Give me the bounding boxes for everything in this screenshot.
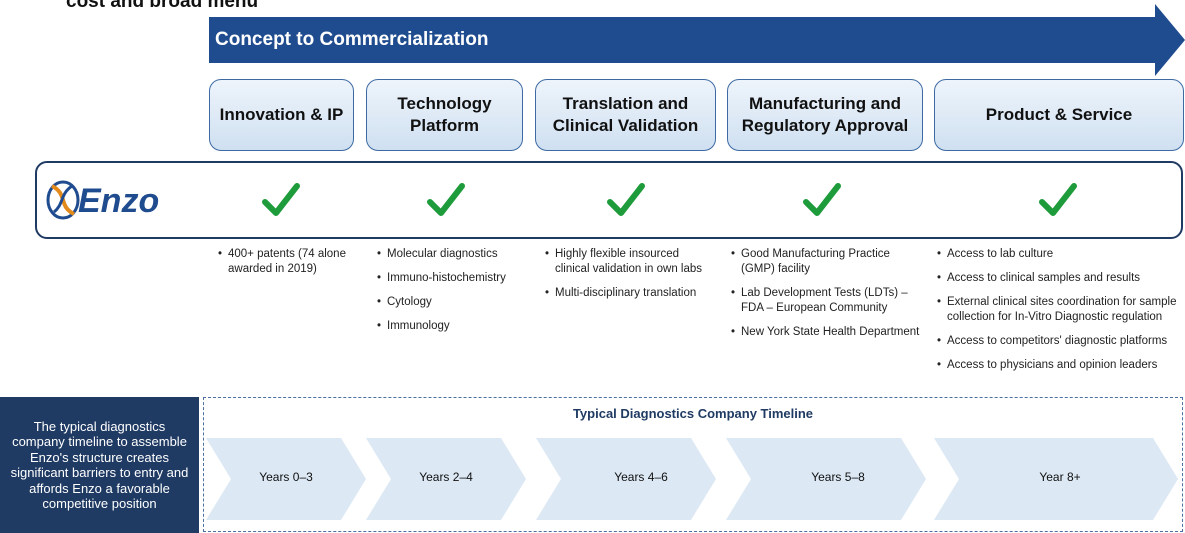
chevron-step [206,438,366,520]
bullets-translation: Highly flexible insourced clinical valid… [545,247,715,310]
list-item: Access to competitors' diagnostic platfo… [937,334,1185,349]
chevron-step [726,438,926,520]
timeline-title: Typical Diagnostics Company Timeline [572,406,814,421]
stage-technology: Technology Platform [366,79,523,151]
barrier-callout: The typical diagnostics company timeline… [0,397,199,533]
timeline-chevrons [206,438,1178,520]
dna-helix-icon: Enzo [46,180,159,220]
enzo-logo: Enzo [46,172,176,228]
arrow-label: Concept to Commercialization [215,29,489,50]
chevron-step [934,438,1178,520]
timeline-step-label: Years 5–8 [811,470,865,484]
list-item: Access to physicians and opinion leaders [937,358,1185,373]
check-icon [803,183,841,216]
stage-label: Translation and Clinical Validation [552,94,699,135]
list-item: 400+ patents (74 alone awarded in 2019) [218,247,348,277]
list-item: Highly flexible insourced clinical valid… [545,247,715,277]
list-item: Cytology [377,295,527,310]
list-item: Access to clinical samples and results [937,271,1185,286]
page-title: cost and broad menu [66,0,259,12]
list-item: Immunology [377,319,527,334]
timeline-step-label: Years 0–3 [259,470,313,484]
list-item: New York State Health Department [731,325,921,340]
commercialization-arrow [209,4,1185,76]
stage-label: Manufacturing and Regulatory Approval [741,94,909,135]
chevron-step [536,438,716,520]
stage-label: Product & Service [985,105,1133,124]
stage-product: Product & Service [934,79,1184,151]
timeline-step-label: Year 8+ [1039,470,1081,484]
check-icon [607,183,645,216]
stage-label: Technology Platform [397,94,492,135]
bullets-product: Access to lab culture Access to clinical… [937,247,1185,382]
timeline-step-label: Years 4–6 [614,470,668,484]
list-item: Lab Development Tests (LDTs) – FDA – Eur… [731,286,921,316]
list-item: Multi-disciplinary translation [545,286,715,301]
list-item: External clinical sites coordination for… [937,295,1185,325]
list-item: Molecular diagnostics [377,247,527,262]
check-icon [262,183,300,216]
list-item: Good Manufacturing Practice (GMP) facili… [731,247,921,277]
chevron-step [366,438,526,520]
bullets-innovation: 400+ patents (74 alone awarded in 2019) [218,247,348,286]
stage-innovation: Innovation & IP [209,79,354,151]
list-item: Access to lab culture [937,247,1185,262]
logo-text: Enzo [78,182,159,220]
bullets-technology: Molecular diagnostics Immuno-histochemis… [377,247,527,343]
bullets-manufacturing: Good Manufacturing Practice (GMP) facili… [731,247,921,349]
stage-manufacturing: Manufacturing and Regulatory Approval [727,79,923,151]
stage-label: Innovation & IP [219,105,344,124]
timeline-step-label: Years 2–4 [419,470,473,484]
stage-translation: Translation and Clinical Validation [535,79,716,151]
check-icon [1039,183,1077,216]
list-item: Immuno-histochemistry [377,271,527,286]
check-icon [427,183,465,216]
callout-text: The typical diagnostics company timeline… [10,418,189,512]
